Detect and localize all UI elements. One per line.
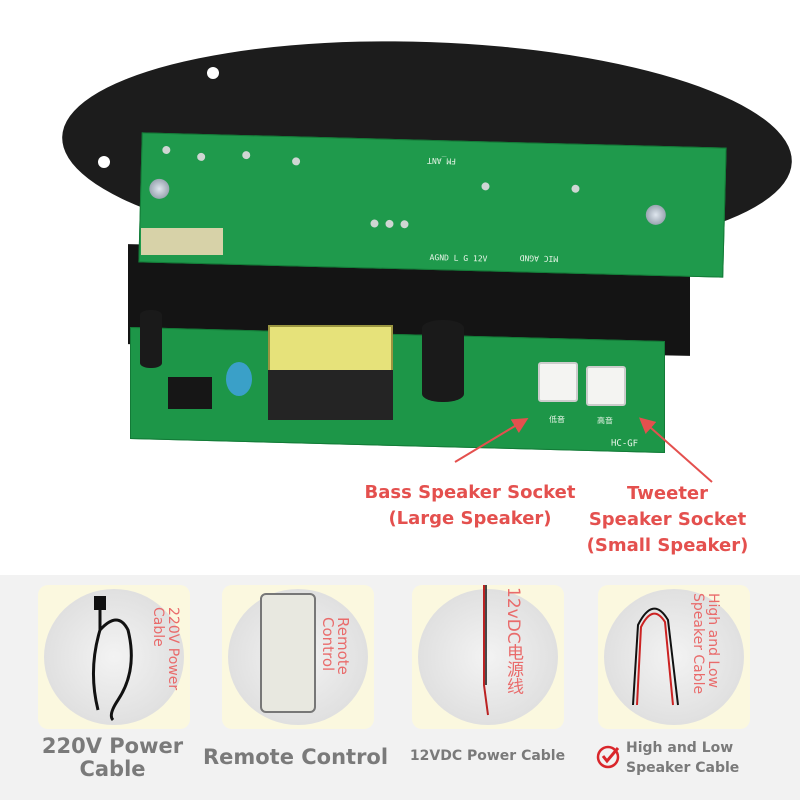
transformer-core (268, 370, 393, 420)
capacitor (140, 310, 162, 368)
caption-remote: Remote Control (202, 745, 389, 769)
pcb-antenna (141, 228, 223, 255)
photo-label: High and Low Speaker Cable (690, 593, 721, 695)
photo-label: 12vDC电源线 (503, 587, 523, 695)
accessory-card-12v-cable: 12vDC电源线 (412, 585, 564, 729)
annotation-line: (Large Speaker) (388, 508, 552, 529)
bass-arrow (454, 417, 529, 463)
photo-label: 220V Power Cable (150, 607, 181, 691)
photo-backdrop (418, 589, 558, 725)
caption-12v-cable: 12VDC Power Cable (409, 748, 566, 764)
dc-cable-photo (483, 585, 489, 716)
annotation-line: (Small Speaker) (586, 535, 749, 556)
annotation-line: Bass Speaker Socket (364, 482, 576, 503)
tweeter-arrow (639, 417, 713, 483)
accessory-card-power-cable: 220V Power Cable (38, 585, 190, 729)
caption-speaker-cable: High and Low Speaker Cable (626, 740, 740, 776)
power-cable-photo (92, 596, 133, 722)
check-circle-icon (596, 745, 620, 769)
tweeter-annotation: Tweeter Speaker Socket (Small Speaker) (570, 481, 765, 559)
annotation-line: Tweeter (626, 483, 709, 504)
bass-speaker-socket (538, 362, 578, 402)
photo-label: Remote Control (319, 617, 352, 675)
bass-annotation: Bass Speaker Socket (Large Speaker) (345, 480, 595, 532)
accessory-card-remote: Remote Control (222, 585, 374, 729)
remote-photo (260, 593, 316, 713)
electrolytic-capacitor (422, 320, 464, 402)
mount-hole (207, 67, 219, 79)
photo-backdrop (44, 589, 184, 725)
accessory-card-speaker-cable: High and Low Speaker Cable (598, 585, 750, 729)
caption-power-cable: 220V Power Cable (41, 734, 184, 781)
tweeter-speaker-socket (586, 366, 626, 406)
photo-backdrop (604, 589, 744, 725)
mount-hole (98, 156, 110, 168)
ic-chip (168, 377, 212, 409)
speaker-cable-photo (632, 607, 679, 706)
annotation-arrows (454, 417, 713, 483)
ceramic-capacitor (226, 362, 252, 396)
annotation-line: Speaker Socket (588, 509, 747, 530)
